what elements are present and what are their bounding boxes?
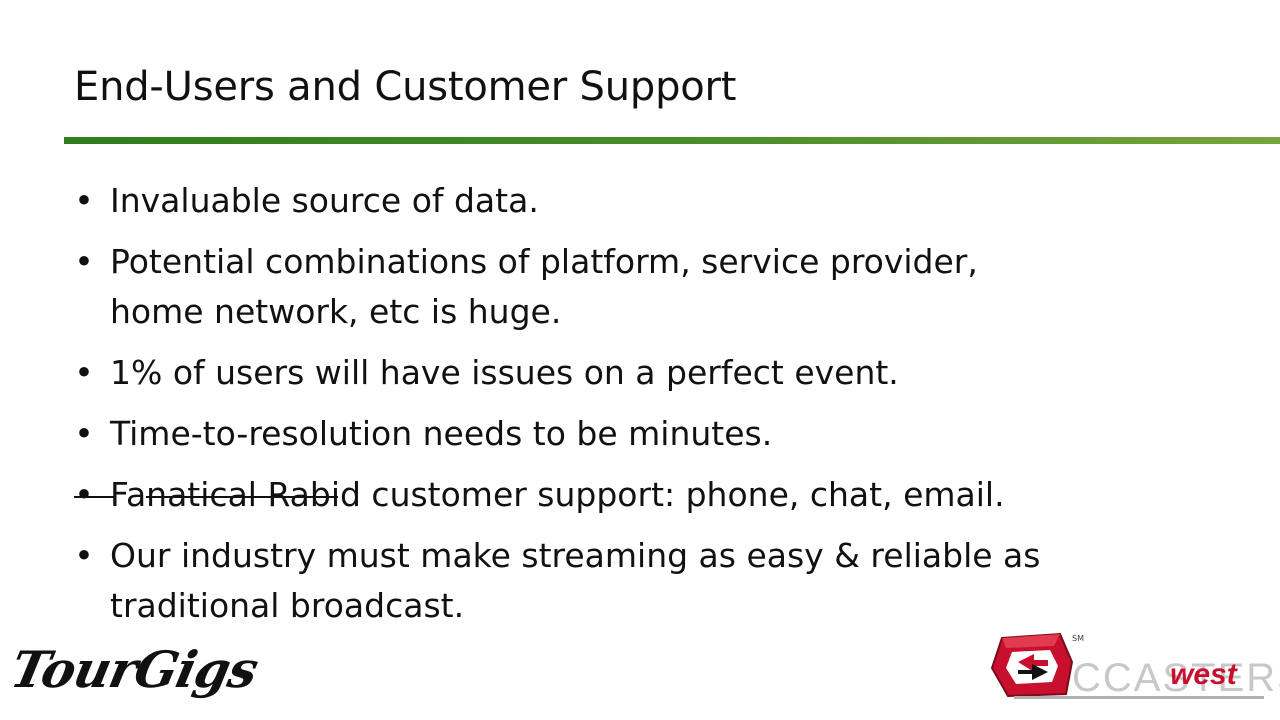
bullet-text: Time-to-resolution needs to be minutes.	[110, 414, 773, 453]
bullet-item-struck: • Fanatical Rabid customer support: phon…	[74, 470, 1074, 520]
bullet-list: • Invaluable source of data. • Potential…	[74, 176, 1074, 642]
bullet-dot-icon: •	[74, 242, 94, 281]
logo-wordmark: CCASTERS	[1072, 656, 1280, 700]
bullet-item: • Time-to-resolution needs to be minutes…	[74, 409, 1074, 459]
bullet-dot-icon: •	[74, 536, 94, 575]
bullet-dot-icon: •	[74, 353, 94, 392]
strikethrough-line	[146, 496, 338, 498]
bullet-text: Rabid customer support: phone, chat, ema…	[256, 475, 1005, 514]
bullet-text: Invaluable source of data.	[110, 181, 539, 220]
struck-word: Fanatical	[110, 475, 257, 514]
bullet-item: • Invaluable source of data.	[74, 176, 1074, 226]
bullet-item: • 1% of users will have issues on a perf…	[74, 348, 1074, 398]
bullet-dot-icon: •	[74, 414, 94, 453]
bullet-dot-icon: •	[74, 470, 114, 520]
arrow-cube-icon	[990, 632, 1074, 698]
service-mark: SM	[1072, 634, 1084, 643]
bullet-text: Our industry must make streaming as easy…	[110, 536, 1041, 625]
logo-underline	[1014, 696, 1264, 699]
title-divider	[64, 137, 1280, 144]
tourgigs-logo: TourGigs	[6, 640, 263, 706]
bullet-text: 1% of users will have issues on a perfec…	[110, 353, 899, 392]
streaming-media-logo: SM CCASTERS west	[984, 628, 1280, 708]
bullet-item: • Potential combinations of platform, se…	[74, 237, 1074, 337]
tourgigs-logo-text: TourGigs	[5, 640, 263, 699]
bullet-item: • Our industry must make streaming as ea…	[74, 531, 1074, 631]
slide-title: End-Users and Customer Support	[74, 64, 737, 110]
logo-accent-word: west	[1170, 658, 1237, 691]
bullet-dot-icon: •	[74, 181, 94, 220]
bullet-text: Potential combinations of platform, serv…	[110, 242, 978, 331]
